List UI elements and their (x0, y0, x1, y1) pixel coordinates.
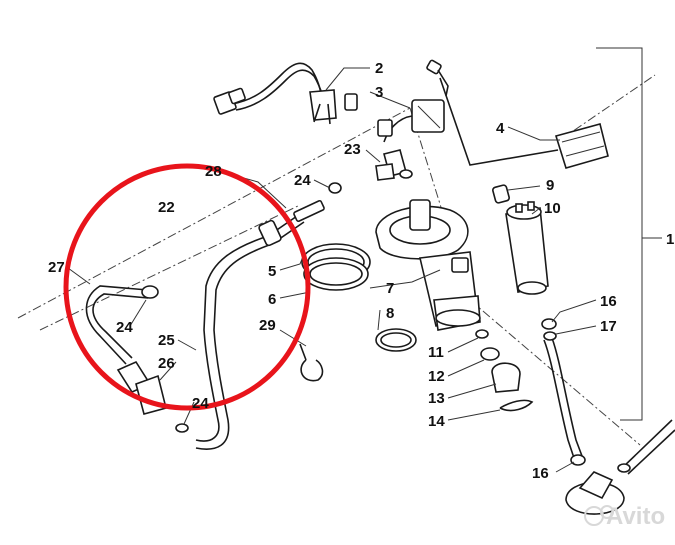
callout-10: 10 (544, 200, 561, 217)
clamp-24 (328, 182, 342, 194)
callout-1: 1 (666, 231, 674, 248)
watermark: Avito (584, 503, 665, 530)
callout-3: 3 (375, 84, 383, 101)
callout-14: 14 (428, 413, 445, 430)
callout-8: 8 (386, 305, 394, 322)
return-hose (541, 318, 586, 466)
guide-lines (17, 74, 656, 446)
fuel-hose-assembly (85, 199, 325, 450)
callout-17: 17 (600, 318, 617, 335)
wiring-harness (213, 62, 358, 125)
callout-9: 9 (546, 177, 554, 194)
tank-seals (301, 243, 371, 291)
callout-labels: 1 2 3 4 5 6 7 8 9 10 11 12 13 14 16 17 1… (48, 60, 674, 482)
callout-4: 4 (496, 120, 505, 137)
fuel-pump (492, 184, 549, 295)
callout-16-upper: 16 (600, 293, 617, 310)
callout-29: 29 (259, 317, 276, 334)
fuel-sender (377, 59, 449, 143)
callout-1-bracket (596, 47, 662, 421)
callout-13: 13 (428, 390, 445, 407)
callout-27: 27 (48, 259, 65, 276)
highlight-circle (63, 163, 311, 411)
lower-fitting (565, 419, 675, 515)
callout-16-lower: 16 (532, 465, 549, 482)
pump-assembly (375, 199, 481, 331)
callout-24-left: 24 (116, 319, 133, 336)
callout-25: 25 (158, 332, 175, 349)
clamp-ring (375, 328, 417, 352)
callout-23: 23 (344, 141, 361, 158)
callout-28: 28 (205, 163, 222, 180)
sensor-wire (439, 77, 609, 169)
callout-12: 12 (428, 368, 445, 385)
callout-6: 6 (268, 291, 276, 308)
hose-clamp-29 (299, 343, 324, 382)
callout-22: 22 (158, 199, 175, 216)
filter-parts (475, 329, 534, 412)
elbow-fitting (328, 149, 413, 194)
callout-24-bottom: 24 (192, 395, 209, 412)
watermark-text: Avito (606, 503, 665, 530)
callout-2: 2 (375, 60, 383, 77)
callout-11: 11 (428, 344, 444, 361)
callout-5: 5 (268, 263, 276, 280)
callout-26: 26 (158, 355, 175, 372)
callout-7: 7 (386, 280, 394, 297)
callout-24-top: 24 (294, 172, 311, 189)
